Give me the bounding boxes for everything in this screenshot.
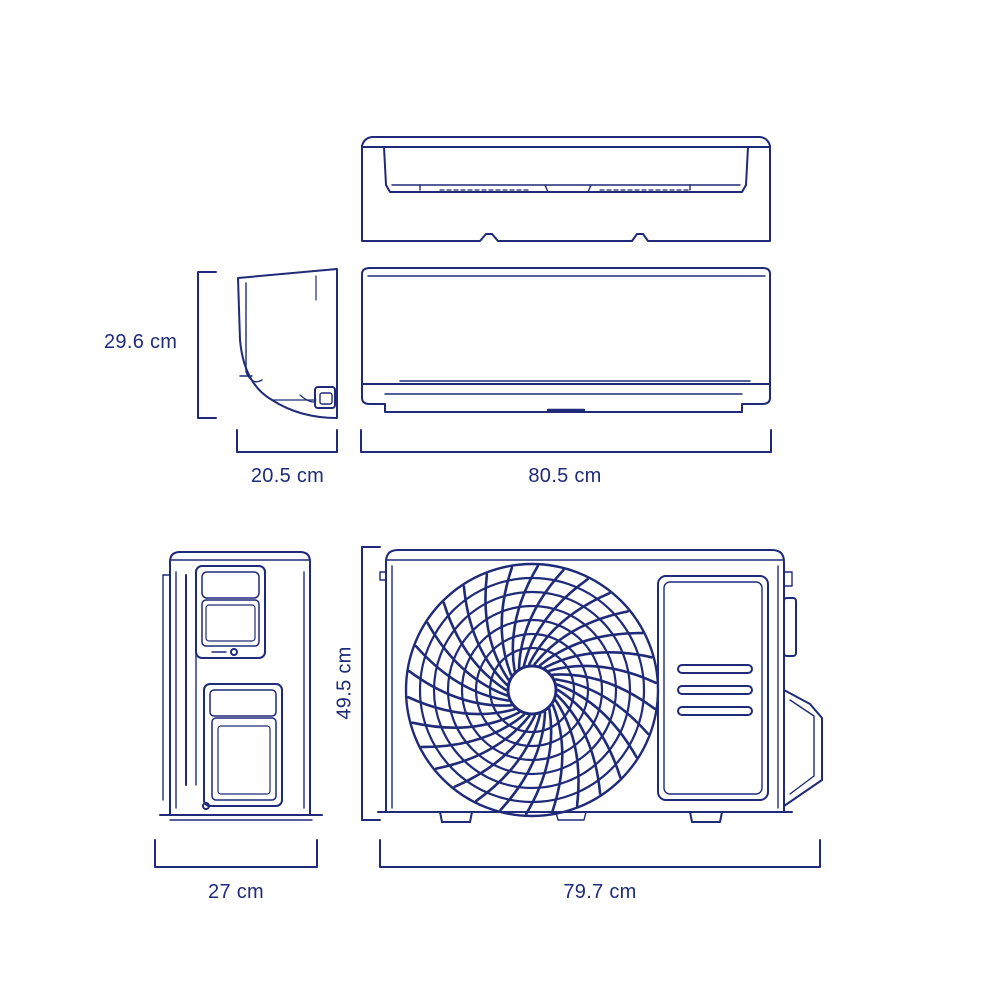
fan-spoke bbox=[550, 704, 564, 814]
fan-spoke bbox=[426, 621, 508, 697]
indoor-width-bracket bbox=[360, 429, 772, 453]
outdoor-width-label: 79.7 cm bbox=[563, 881, 637, 903]
indoor-unit-front-view bbox=[361, 267, 771, 413]
fan-spoke bbox=[462, 585, 508, 686]
fan-spoke bbox=[528, 591, 611, 666]
outdoor-unit-front-view bbox=[377, 549, 823, 823]
fan-spoke bbox=[517, 568, 565, 669]
fan-spoke bbox=[538, 631, 644, 667]
fan-spoke bbox=[408, 670, 513, 707]
fan-spoke bbox=[533, 610, 630, 666]
fan-spoke bbox=[551, 673, 656, 710]
outdoor-unit-side-view bbox=[159, 551, 323, 821]
outdoor-depth-label: 27 cm bbox=[208, 881, 264, 903]
indoor-depth-bracket bbox=[236, 429, 338, 453]
fan-grill bbox=[404, 562, 660, 818]
fan-spoke bbox=[556, 688, 622, 779]
outdoor-height-bracket bbox=[361, 546, 381, 821]
fan-spoke bbox=[420, 713, 526, 749]
fan-spoke bbox=[548, 664, 658, 685]
fan-spoke bbox=[511, 564, 540, 672]
fan-spoke bbox=[543, 651, 653, 669]
fan-spoke bbox=[475, 713, 542, 803]
fan-spoke bbox=[554, 699, 580, 807]
fan-spoke bbox=[434, 714, 531, 770]
fan-spoke bbox=[442, 601, 508, 692]
outdoor-height-label: 49.5 cm bbox=[333, 646, 356, 720]
fan-spoke bbox=[556, 694, 602, 795]
indoor-depth-label: 20.5 cm bbox=[250, 465, 325, 487]
fan-spoke bbox=[522, 577, 589, 667]
indoor-unit-side-view bbox=[237, 268, 338, 419]
indoor-height-bracket bbox=[197, 271, 217, 419]
fan-spoke bbox=[453, 714, 536, 789]
fan-spoke bbox=[411, 711, 521, 729]
indoor-unit-top-view bbox=[361, 136, 771, 242]
fan-spoke bbox=[524, 708, 553, 816]
fan-spoke bbox=[414, 644, 510, 702]
fan-spoke bbox=[556, 683, 638, 759]
fan-spoke bbox=[406, 695, 516, 716]
fan-spoke bbox=[500, 566, 514, 676]
outdoor-depth-bracket bbox=[154, 839, 318, 868]
fan-spoke bbox=[554, 678, 650, 736]
outdoor-width-bracket bbox=[379, 839, 821, 868]
indoor-height-label: 29.6 cm bbox=[104, 331, 178, 353]
indoor-width-label: 80.5 cm bbox=[528, 465, 602, 487]
fan-spoke bbox=[484, 573, 510, 681]
fan-spoke bbox=[499, 711, 547, 812]
